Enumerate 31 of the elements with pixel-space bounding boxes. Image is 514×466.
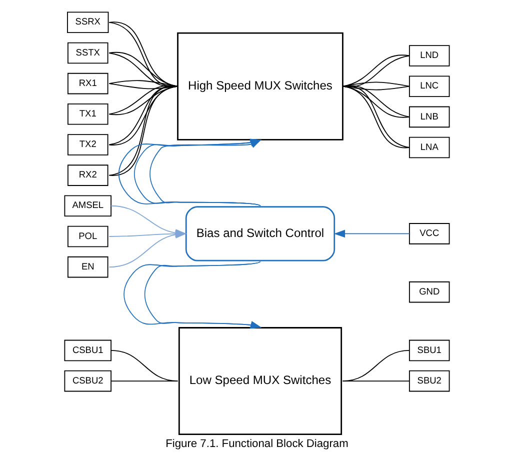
node-box: LNA xyxy=(408,136,450,158)
node-box: SSTX xyxy=(67,42,108,64)
node-box: TX2 xyxy=(67,134,108,156)
node-box: CSBU1 xyxy=(64,340,112,362)
node-box: EN xyxy=(67,256,108,278)
connector xyxy=(108,86,178,146)
node-box: GND xyxy=(408,281,450,303)
node-box: LNB xyxy=(408,106,450,128)
node-box: POL xyxy=(67,226,108,248)
connector xyxy=(110,380,178,382)
node-box: Low Speed MUX Switches xyxy=(178,327,342,436)
node-box: RX2 xyxy=(67,164,108,186)
connector xyxy=(342,350,410,382)
node-box: CSBU2 xyxy=(64,370,112,392)
node-box: SSRX xyxy=(67,12,109,34)
connector xyxy=(342,380,410,382)
node-box: LND xyxy=(408,45,450,66)
node-box: TX1 xyxy=(67,104,108,125)
arrow xyxy=(334,230,410,238)
caption: Figure 7.1. Functional Block Diagram xyxy=(166,438,348,450)
node-box: High Speed MUX Switches xyxy=(177,32,344,140)
node-box: SBU2 xyxy=(408,370,450,392)
node-box: SBU1 xyxy=(408,340,450,362)
connector xyxy=(108,86,178,176)
node-box: Bias and Switch Control xyxy=(185,206,336,262)
node-box: AMSEL xyxy=(64,195,112,217)
node-box: RX1 xyxy=(67,72,108,94)
node-box: LNC xyxy=(408,76,450,97)
connector xyxy=(342,86,410,148)
node-box: VCC xyxy=(408,223,450,244)
connector xyxy=(110,350,178,382)
